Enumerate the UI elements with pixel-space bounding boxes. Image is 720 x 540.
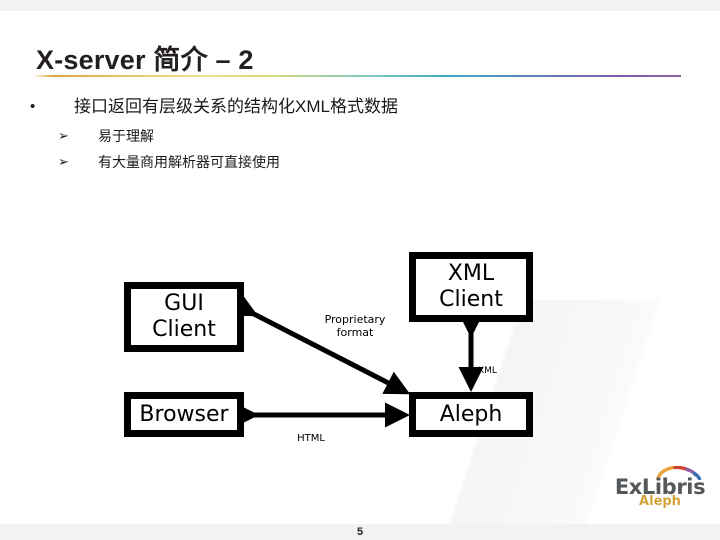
title-divider-rule	[33, 75, 681, 77]
diagram-node-gui-client: GUI Client	[124, 282, 244, 352]
edge-label-xml: XML	[478, 366, 497, 376]
node-label-line1: GUI	[164, 291, 204, 316]
top-band	[0, 0, 720, 11]
bullet-level1: • 接口返回有层级关系的结构化XML格式数据	[30, 96, 590, 118]
bullet-level2-text: 易于理解	[98, 128, 154, 144]
bullet-level1-text: 接口返回有层级关系的结构化XML格式数据	[74, 97, 398, 116]
rainbow-arc-icon	[656, 466, 702, 480]
bullet-level2-item: ➢ 有大量商用解析器可直接使用	[58, 152, 578, 172]
edge-label-line1: Proprietary	[324, 313, 386, 326]
node-label-line1: XML	[447, 261, 495, 286]
diagram-node-aleph: Aleph	[409, 392, 533, 437]
edge-label-proprietary-format: Proprietary format	[300, 313, 410, 339]
edge-label-html: HTML	[297, 433, 325, 444]
bottom-band	[0, 524, 720, 540]
logo-subword-aleph: Aleph	[639, 494, 681, 509]
diagram-node-browser: Browser	[124, 392, 244, 437]
exlibris-logo: ExLibris Aleph	[614, 466, 706, 510]
bullet-marker-arrow-icon: ➢	[58, 128, 69, 143]
node-label-line1: Browser	[139, 401, 229, 427]
page-title: X-server 简介 – 2	[36, 45, 254, 75]
bullet-level2-text: 有大量商用解析器可直接使用	[98, 154, 280, 170]
logo-wordmark: ExLibris	[614, 475, 706, 499]
node-label-line2: Client	[439, 287, 503, 312]
edge-label-line2: format	[336, 326, 374, 339]
node-label-line2: Client	[152, 317, 216, 342]
bullet-marker-dot-icon: •	[30, 98, 36, 115]
node-label-line1: Aleph	[439, 401, 503, 427]
page-number: 5	[356, 526, 364, 538]
bullet-level2-item: ➢ 易于理解	[58, 126, 578, 146]
bullet-marker-arrow-icon: ➢	[58, 154, 69, 169]
diagram-node-xml-client: XML Client	[409, 252, 533, 322]
